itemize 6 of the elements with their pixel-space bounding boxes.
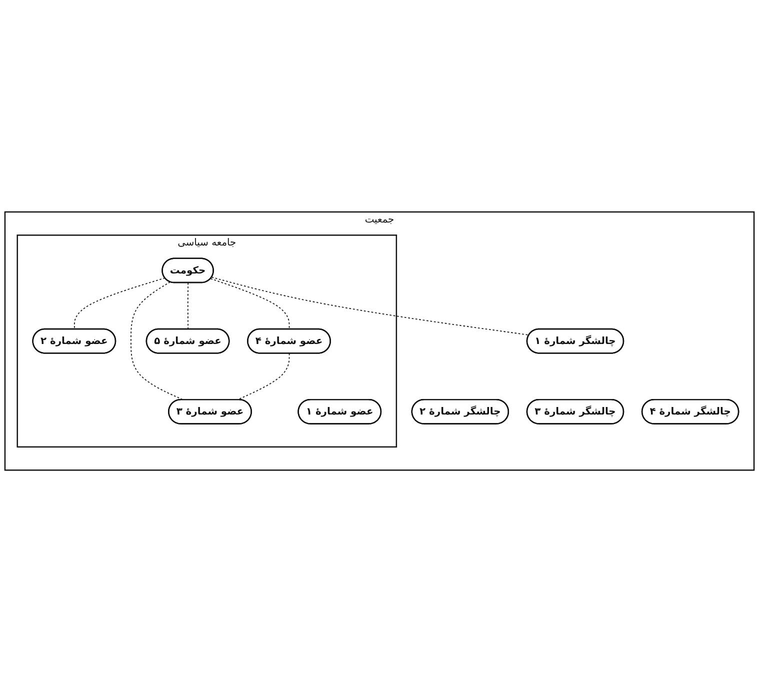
connector	[130, 281, 184, 400]
connector	[74, 277, 166, 330]
connector	[210, 278, 290, 330]
connector	[211, 276, 530, 336]
connector	[187, 282, 189, 330]
connector	[236, 352, 290, 400]
